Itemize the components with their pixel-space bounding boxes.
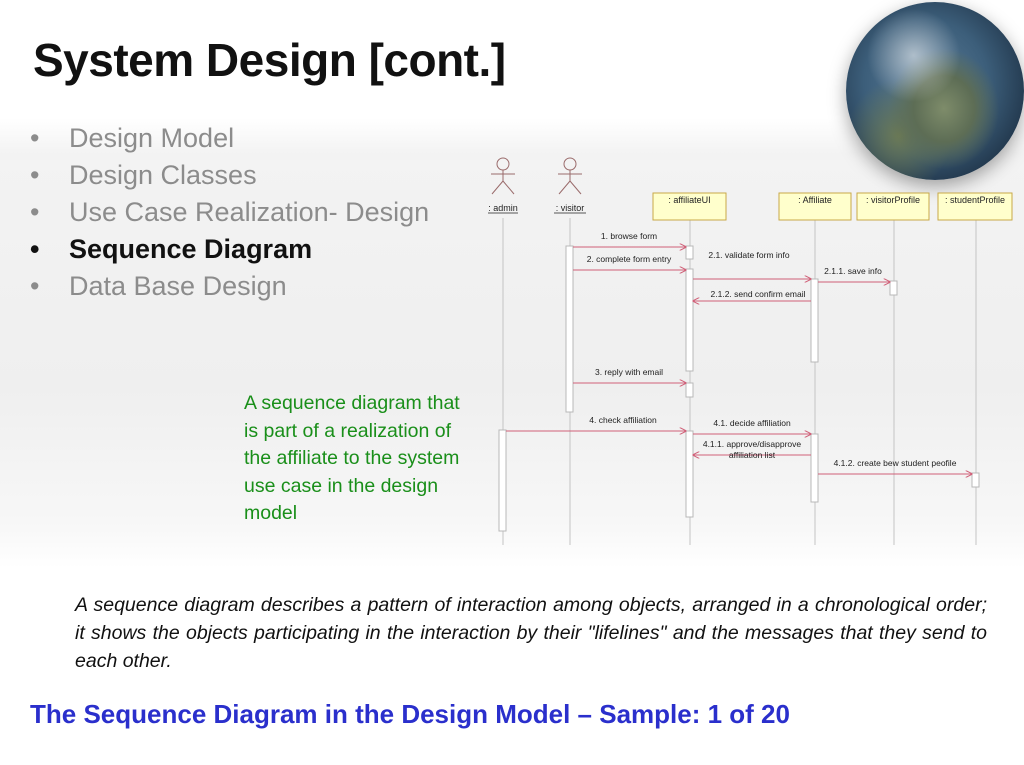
message-m2-label: 2. complete form entry [587,254,672,264]
object-box-affiliateui: : affiliateUI [652,192,727,221]
activation-affiliateui-4 [685,430,694,518]
bullet-list: Design Model Design Classes Use Case Rea… [28,120,429,305]
actor-admin-label: : admin [488,203,518,213]
object-box-visitorprofile: : visitorProfile [856,192,930,221]
bullet-sequence-diagram: Sequence Diagram [28,231,429,268]
activation-affiliateui-2 [685,268,694,372]
diagram-caption-note: A sequence diagram that is part of a rea… [244,392,460,524]
message-m411-label-box: 4.1.1. approve/disapprove affiliation li… [702,439,802,460]
activation-affiliateui-3 [685,382,694,398]
slide-description: A sequence diagram describes a pattern o… [75,594,987,672]
object-visitorprofile-label: : visitorProfile [866,195,920,205]
bullet-database-design: Data Base Design [28,268,429,305]
message-m41-label: 4.1. decide affiliation [713,418,791,428]
actor-admin-figure [491,157,515,195]
activation-visitor [565,245,574,413]
bullet-use-case-realization: Use Case Realization- Design [28,194,429,231]
bullet-design-classes: Design Classes [28,157,429,194]
message-m412-label: 4.1.2. create bew student peofile [834,458,957,468]
slide-title: System Design [cont.] [33,34,506,86]
bullet-design-model: Design Model [28,120,429,157]
activation-affiliate-2 [810,433,819,503]
activation-studentprofile [971,472,980,488]
object-affiliate-label: : Affiliate [798,195,832,205]
object-box-studentprofile: : studentProfile [937,192,1013,221]
message-m1-label: 1. browse form [601,231,657,241]
message-m21-label-box: 2.1. validate form info [708,250,790,260]
sequence-diagram: : admin : visitor : affiliateUI : Affili… [470,150,1024,550]
message-m21-label: 2.1. validate form info [708,250,790,260]
activation-visitorprofile [889,280,898,296]
message-m4-label: 4. check affiliation [589,415,657,425]
activation-admin [498,429,507,532]
message-m212-label: 2.1.2. send confirm email [710,289,806,299]
object-affiliateui-label: : affiliateUI [668,195,710,205]
activation-affiliate-1 [810,278,819,363]
message-m211-label: 2.1.1. save info [824,266,882,276]
activation-bars [498,245,980,532]
globe-image [846,2,1024,180]
object-box-affiliate: : Affiliate [778,192,852,221]
message-m3-label: 3. reply with email [595,367,663,377]
actor-visitor-figure [558,157,582,195]
message-m212-label-box: 2.1.2. send confirm email [710,289,806,299]
actor-visitor-label: : visitor [556,203,585,213]
slide-footer: The Sequence Diagram in the Design Model… [30,699,790,729]
object-studentprofile-label: : studentProfile [945,195,1005,205]
message-m411-label: 4.1.1. approve/disapprove affiliation li… [702,439,802,460]
activation-affiliateui-1 [685,245,694,260]
sequence-diagram-canvas: : admin : visitor : affiliateUI : Affili… [488,157,1013,545]
